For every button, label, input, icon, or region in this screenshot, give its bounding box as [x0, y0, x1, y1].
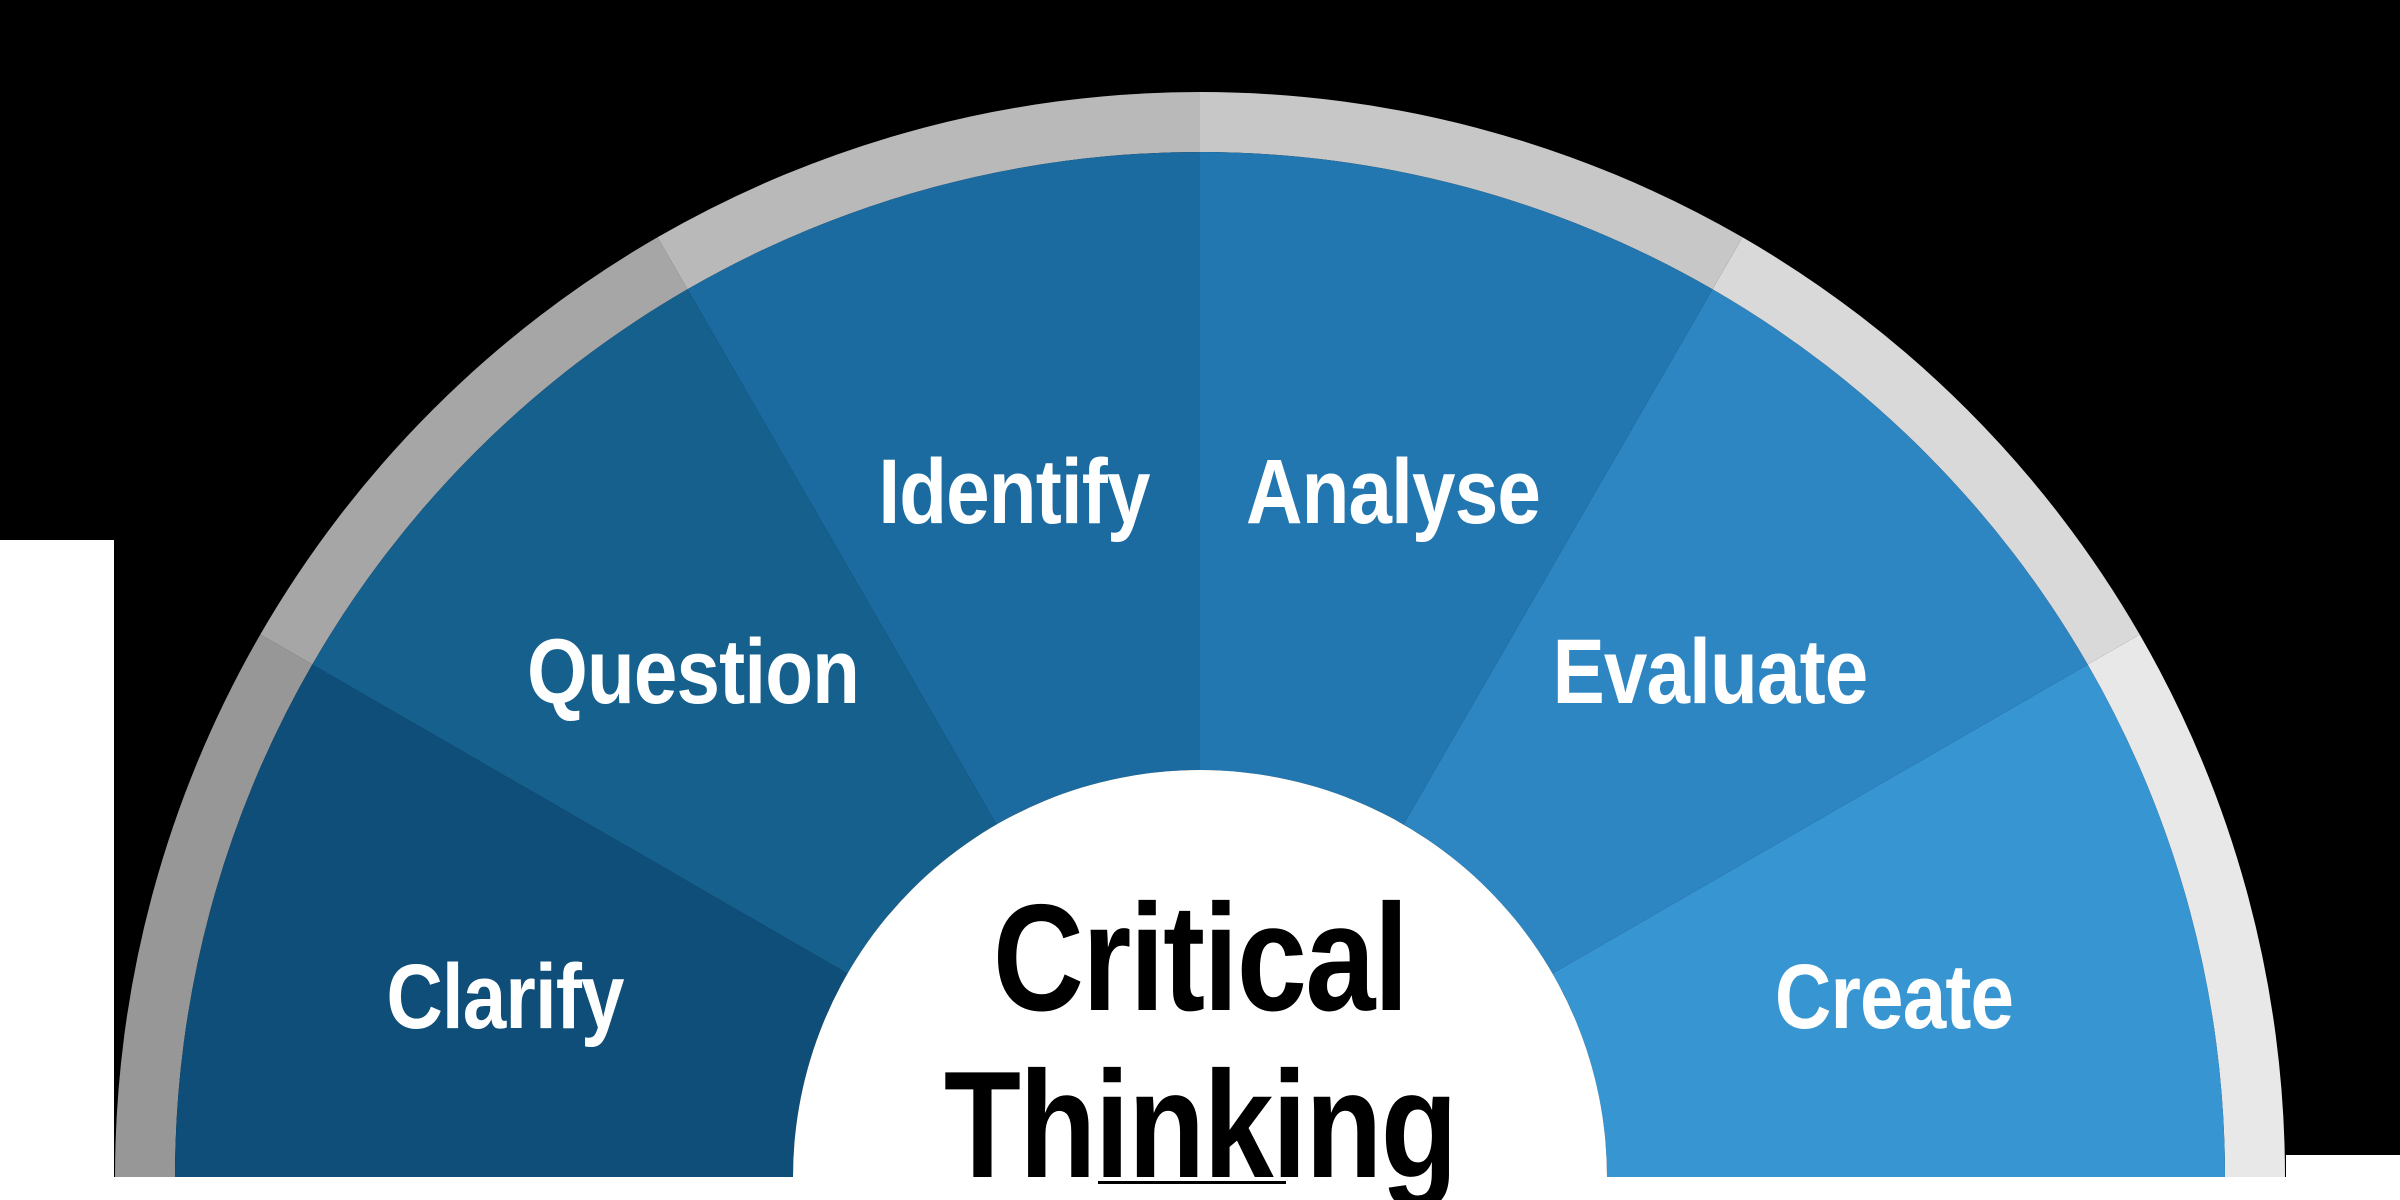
- title-line1-group: Critical: [993, 873, 1409, 1043]
- label-create: Create: [1775, 946, 2013, 1048]
- ring-segment-question: [260, 237, 688, 665]
- label-question-group: Question: [527, 621, 860, 723]
- title-line2-group: Thinking: [944, 1040, 1458, 1200]
- ring-segment-identify: [657, 92, 1200, 290]
- label-evaluate: Evaluate: [1553, 621, 1868, 723]
- label-identify: Identify: [878, 441, 1151, 543]
- wedge-clarify: [175, 664, 848, 1177]
- title-line2: Thinking: [944, 1040, 1456, 1200]
- wedge-create: [1552, 664, 2225, 1177]
- title-underline: [1098, 1181, 1286, 1184]
- label-identify-group: Identify: [878, 441, 1151, 543]
- wedge-question: [312, 289, 997, 974]
- hub-circle: [793, 770, 1607, 1200]
- label-create-group: Create: [1775, 946, 2014, 1048]
- label-evaluate-group: Evaluate: [1553, 621, 1869, 723]
- label-analyse-group: Analyse: [1246, 441, 1541, 543]
- label-clarify: Clarify: [386, 946, 625, 1048]
- left-white-sliver: [0, 540, 114, 1200]
- ring-segment-evaluate: [1712, 237, 2140, 665]
- ring-segment-create: [2087, 634, 2285, 1177]
- label-question: Question: [527, 621, 859, 723]
- wedge-analyse: [1200, 152, 1713, 825]
- title-line1: Critical: [993, 873, 1407, 1043]
- wedge-evaluate: [1403, 289, 2088, 974]
- ring-segment-analyse: [1200, 91, 1743, 290]
- label-analyse: Analyse: [1246, 441, 1540, 543]
- wedge-identify: [687, 152, 1200, 825]
- right-white-corner: [2286, 1155, 2400, 1200]
- label-clarify-group: Clarify: [386, 946, 626, 1048]
- ring-segment-clarify: [115, 634, 313, 1177]
